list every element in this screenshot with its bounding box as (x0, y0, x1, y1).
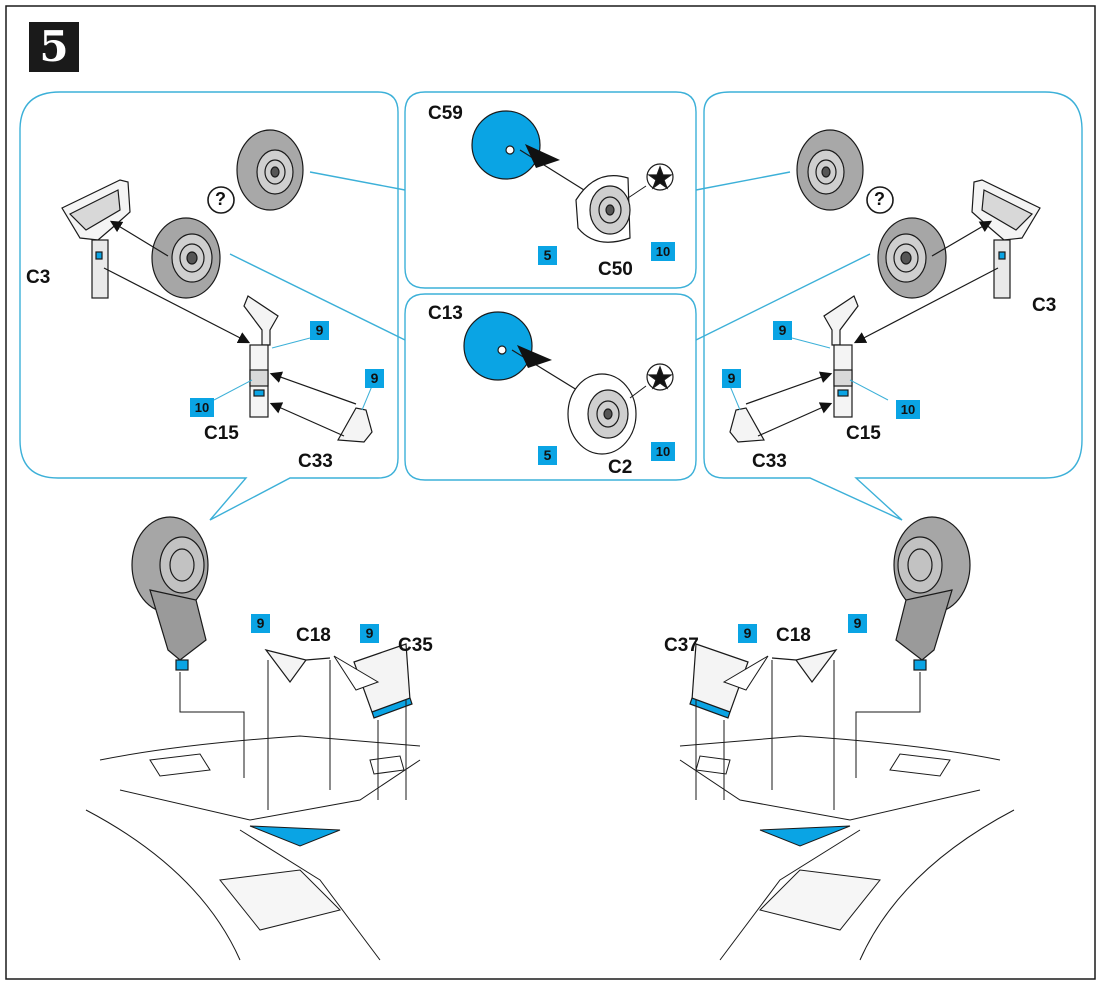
paint-tag-9: 9 (365, 369, 384, 388)
callout-bubbles (19, 91, 1083, 521)
paint-tag-10: 10 (190, 398, 214, 417)
paint-tag-10: 10 (896, 400, 920, 419)
paint-tag-5: 5 (538, 446, 557, 465)
label-c33-right: C33 (752, 451, 787, 472)
label-c3-right: C3 (1032, 295, 1057, 316)
right-wheel-disc (877, 217, 947, 299)
right-c33-part (729, 407, 765, 443)
right-callout (703, 91, 1083, 521)
left-c15-strut (243, 295, 279, 418)
c35-part (353, 643, 413, 719)
left-arrows (103, 220, 357, 437)
label-c33-left: C33 (298, 451, 333, 472)
paint-tag-9: 9 (848, 614, 867, 633)
step-number: 5 (29, 22, 79, 72)
page-border (5, 5, 1096, 980)
bottom-center-callout (404, 293, 697, 481)
paint-tag-9: 9 (251, 614, 270, 633)
label-c18-right: C18 (776, 625, 811, 646)
paint-tag-9: 9 (310, 321, 329, 340)
label-c3-left: C3 (26, 267, 51, 288)
right-c15-strut (823, 295, 859, 418)
c18-left (264, 649, 331, 684)
label-c18-left: C18 (296, 625, 331, 646)
left-landing-gear (131, 516, 209, 671)
left-c33-part (337, 407, 373, 443)
left-c3-bracket (61, 179, 131, 299)
label-c13: C13 (428, 303, 463, 324)
paint-tag-10: 10 (651, 442, 675, 461)
c37-part (689, 643, 749, 719)
label-c15-right: C15 (846, 423, 881, 444)
right-hub-small (796, 129, 864, 211)
c2-hub (567, 373, 637, 455)
c13-disc (463, 311, 533, 381)
label-c15-left: C15 (204, 423, 239, 444)
left-wheel-disc (151, 217, 221, 299)
paint-tag-9: 9 (360, 624, 379, 643)
left-leaders (213, 337, 373, 411)
question-mark: ? (215, 189, 226, 209)
label-c2: C2 (608, 457, 633, 478)
question-icon (866, 186, 894, 214)
right-landing-gear (893, 516, 971, 671)
left-fuselage (85, 660, 421, 961)
left-hub-small (236, 129, 304, 211)
left-callout (19, 91, 399, 521)
right-leaders (729, 337, 889, 411)
question-mark: ? (874, 189, 885, 209)
c18-right (771, 649, 838, 684)
label-c59: C59 (428, 103, 463, 124)
star-icon (646, 163, 674, 191)
star-icon (646, 363, 674, 391)
c59-disc (471, 110, 541, 180)
paint-tag-9: 9 (773, 321, 792, 340)
paint-tag-9: 9 (722, 369, 741, 388)
paint-tag-9: 9 (738, 624, 757, 643)
c50-hub (575, 175, 631, 243)
right-arrows (745, 220, 999, 437)
right-fuselage (679, 660, 1015, 961)
label-c35: C35 (398, 635, 433, 656)
question-icon (207, 186, 235, 214)
label-c37: C37 (664, 635, 699, 656)
paint-tag-10: 10 (651, 242, 675, 261)
top-center-callout (404, 91, 697, 289)
paint-tag-5: 5 (538, 246, 557, 265)
right-c3-bracket (971, 179, 1041, 299)
label-c50: C50 (598, 259, 633, 280)
